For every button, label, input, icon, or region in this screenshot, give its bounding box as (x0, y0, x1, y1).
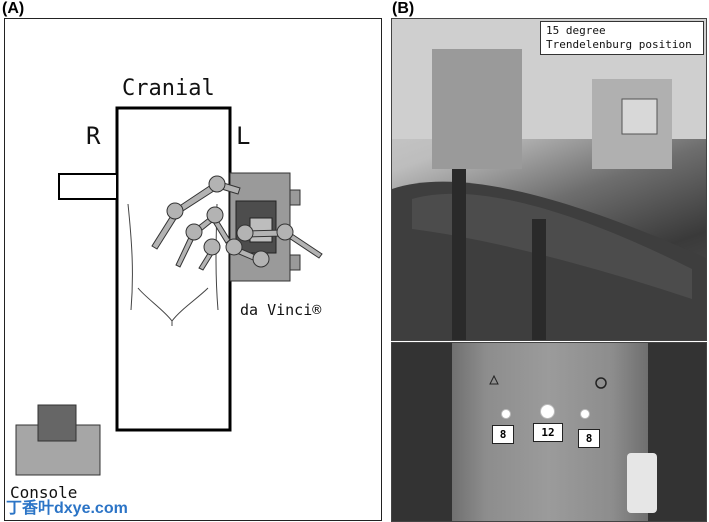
position-note-line2: Trendelenburg position (546, 38, 692, 51)
left-side-label: L (236, 122, 250, 150)
panel-b-letter: (B) (392, 0, 415, 17)
arm-joint (225, 238, 243, 256)
arm-joint (252, 250, 270, 268)
port-site (540, 404, 555, 419)
position-note: 15 degree Trendelenburg position (540, 21, 704, 55)
panel-a-diagram: Cranial R L da Vinci® (4, 18, 382, 521)
port-size-label: 12 (533, 423, 563, 442)
watermark: 丁香叶dxye.com (6, 500, 128, 517)
console-label: Console (10, 483, 77, 502)
arm-joint (203, 238, 221, 256)
port-size-label: 8 (578, 429, 600, 448)
arm-joint (276, 223, 294, 241)
arm-joint (206, 206, 224, 224)
photo-scene (392, 343, 706, 521)
port-size-label: 8 (492, 425, 514, 444)
arm-joint (185, 223, 203, 241)
operating-table (115, 106, 232, 432)
arm-joint (208, 175, 226, 193)
port-placement-photo: 8 12 8 (391, 342, 707, 522)
arm-joint (166, 202, 184, 220)
right-side-label: R (86, 122, 101, 150)
arm-joint (236, 224, 254, 242)
cranial-label: Cranial (122, 76, 215, 101)
arm-board (58, 173, 118, 200)
positioning-photo: 15 degree Trendelenburg position (391, 18, 707, 341)
robot-label: da Vinci® (240, 301, 322, 319)
photo-scene (392, 19, 706, 340)
port-site (501, 409, 511, 419)
robot-arms (151, 175, 323, 271)
panel-a-letter: (A) (2, 0, 25, 17)
surgeon-console (15, 404, 101, 476)
port-site (580, 409, 590, 419)
position-note-line1: 15 degree (546, 24, 606, 37)
